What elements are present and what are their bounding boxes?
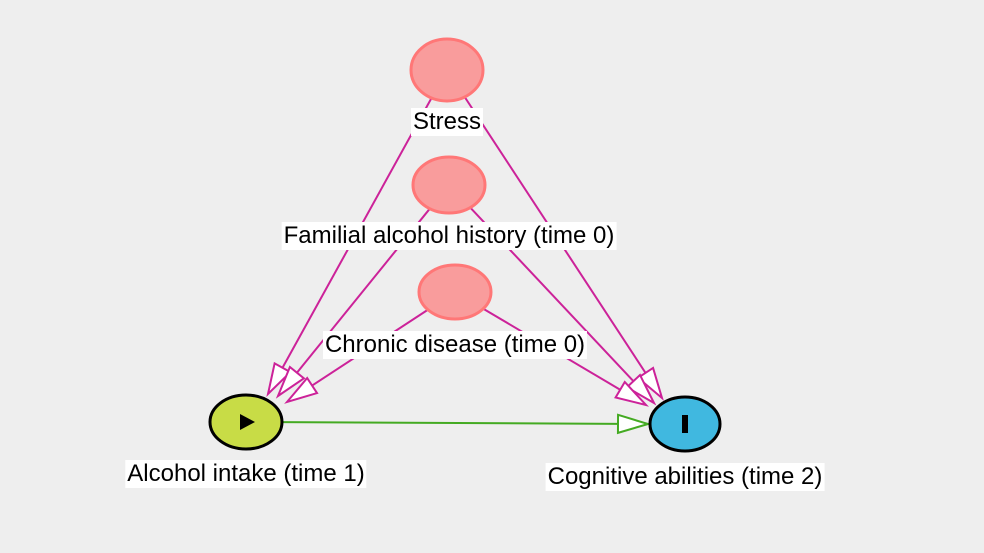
node-label-chronic-disease: Chronic disease (time 0) [322,331,588,359]
nodes-layer [208,37,722,453]
arrowhead-icon [614,380,649,407]
node-familial[interactable] [411,155,487,215]
node-ellipse[interactable] [409,37,485,103]
play-icon [240,414,255,430]
node-cognitive[interactable] [648,395,722,453]
node-label-familial-alcohol-history: Familial alcohol history (time 0) [281,222,617,250]
arrowhead-icon [616,413,652,435]
node-ellipse[interactable] [411,155,487,215]
node-label-stress: Stress [410,108,484,136]
arrowhead-icon [266,361,293,398]
edge-line [281,421,619,425]
bar-icon [682,415,688,433]
node-label-cognitive-abilities: Cognitive abilities (time 2) [545,463,825,491]
node-label-alcohol-intake: Alcohol intake (time 1) [125,460,367,488]
node-chronic[interactable] [417,263,493,321]
edge-alcohol-to-cognitive[interactable] [281,413,652,435]
arrowhead-icon [625,373,657,406]
node-alcohol[interactable] [208,393,284,451]
arrowhead-icon [275,365,306,399]
node-ellipse[interactable] [417,263,493,321]
arrowhead-icon [636,366,664,401]
arrowhead-icon [284,376,319,404]
node-stress[interactable] [409,37,485,103]
